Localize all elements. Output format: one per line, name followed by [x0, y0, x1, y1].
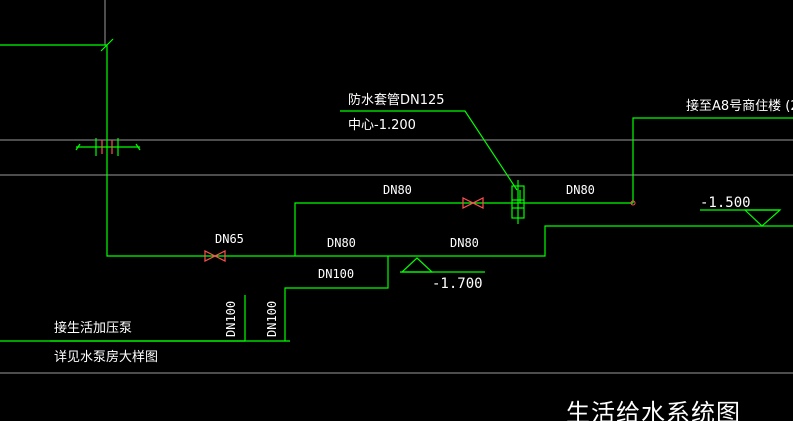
elevation-triangle-1500 [743, 209, 782, 227]
pump-label-line1: 接生活加压泵 [54, 320, 132, 336]
elevation-triangle-1700 [400, 257, 434, 273]
pipe-dn80-right-step [388, 225, 793, 257]
pipe-dn100-main [284, 256, 389, 341]
pump-label-line2: 详见水泵房大样图 [54, 349, 158, 365]
pipe-to-building [632, 117, 793, 203]
valve-dn65 [204, 250, 226, 262]
pipe-tick-top [100, 38, 114, 52]
elevation-label-1700: -1.700 [432, 276, 483, 292]
pipe-network [0, 38, 793, 342]
pipe-size-dn80-mid-left: DN80 [327, 236, 356, 250]
pipe-dn80-branch [294, 190, 521, 256]
pipe-size-dn100-horizontal: DN100 [318, 267, 354, 281]
pipe-end-marker [630, 200, 636, 206]
sleeve-fitting-left [75, 138, 141, 156]
sleeve-fitting-dn125 [511, 180, 525, 224]
pipe-sleeve-leader [340, 110, 518, 191]
pipe-size-dn100-vertical-1: DN100 [224, 301, 238, 337]
valve-dn80 [462, 197, 484, 209]
pipe-size-dn80-top-right: DN80 [566, 183, 595, 197]
grid-lines [0, 139, 793, 374]
pipe-size-dn100-vertical-2: DN100 [265, 301, 279, 337]
to-building-label: 接至A8号商住楼 (2 [686, 98, 793, 114]
elevation-label-1500: -1.500 [700, 195, 751, 211]
pipe-riser-left [0, 44, 388, 257]
pipe-size-dn80-top-left: DN80 [383, 183, 412, 197]
pipe-size-dn80-mid-right: DN80 [450, 236, 479, 250]
drawing-title: 生活给水系统图 [566, 399, 741, 421]
sleeve-fitting-left-red [101, 140, 113, 154]
pipe-size-dn65: DN65 [215, 232, 244, 246]
center-elevation-label: 中心-1.200 [348, 118, 416, 133]
sleeve-label: 防水套管DN125 [348, 92, 445, 108]
